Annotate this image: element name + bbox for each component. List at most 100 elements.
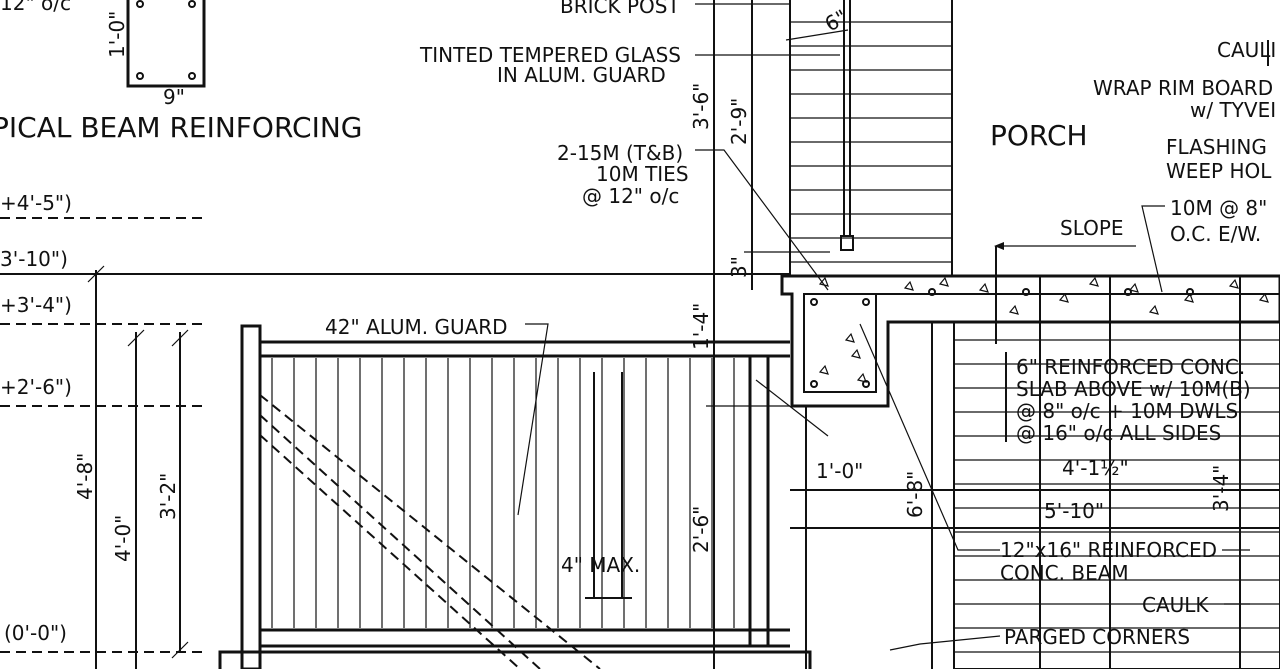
level-markers: +4'-5") 3'-10") +3'-4") +2'-6") (0'-0") bbox=[0, 191, 790, 653]
glass-label-2: IN ALUM. GUARD bbox=[497, 63, 666, 87]
aggregate-mark bbox=[856, 372, 867, 383]
level-label: +3'-4") bbox=[0, 293, 72, 317]
rebar-dot bbox=[136, 0, 144, 8]
guard-label: 42" ALUM. GUARD bbox=[325, 315, 508, 339]
rebar-label-2: 10M TIES bbox=[596, 162, 689, 186]
parged-leader bbox=[889, 635, 1001, 651]
concrete-aggregate bbox=[818, 276, 1269, 383]
dim-4-8-label: 4'-8" bbox=[73, 453, 97, 500]
dim-4-0-label: 4'-0" bbox=[111, 515, 135, 562]
rebar-dot bbox=[188, 0, 196, 8]
rebar-leader bbox=[695, 149, 829, 291]
brick-post-siding bbox=[789, 0, 953, 277]
dim-3-6-label: 3'-6" bbox=[689, 83, 713, 130]
dim-6-8-label: 6'-8" bbox=[903, 471, 927, 518]
drip-edge-line bbox=[755, 379, 829, 437]
wrap-label-2: w/ TYVEI bbox=[1190, 98, 1276, 122]
stair-line-hidden bbox=[259, 394, 601, 669]
slab-rebar-dot bbox=[1186, 288, 1194, 296]
slab-label-1: 6" REINFORCED CONC. bbox=[1016, 355, 1245, 379]
dim-3-2-label: 3'-2" bbox=[156, 473, 180, 520]
beam-tie bbox=[803, 293, 877, 393]
dim-5-10-label: 5'-10" bbox=[1044, 499, 1104, 523]
beam-height-dimension: 1'-0" bbox=[105, 11, 129, 58]
caulk-top-label: CAULI bbox=[1217, 38, 1276, 62]
slab-rebar-dot bbox=[928, 288, 936, 296]
slab-rebar-dot bbox=[1022, 288, 1030, 296]
mesh-leader bbox=[1141, 205, 1165, 293]
aggregate-mark bbox=[938, 276, 949, 287]
foundation-wall bbox=[218, 650, 812, 669]
rebar-dot bbox=[136, 72, 144, 80]
slope-label: SLOPE bbox=[1060, 216, 1124, 240]
dim-3in-label: 3" bbox=[727, 256, 751, 278]
aggregate-mark bbox=[1128, 282, 1139, 293]
aggregate-mark bbox=[1258, 292, 1269, 303]
beam-rebar bbox=[810, 298, 818, 306]
beam-section-outline bbox=[126, 0, 206, 88]
detail-title: PICAL BEAM REINFORCING bbox=[0, 111, 362, 144]
wall-siding-lines bbox=[954, 339, 1280, 653]
dim-1-0-label: 1'-0" bbox=[816, 459, 863, 483]
rebar-label-1: 2-15M (T&B) bbox=[557, 141, 683, 165]
porch-callouts: PORCH CAULI WRAP RIM BOARD w/ TYVEI FLAS… bbox=[790, 38, 1280, 651]
parged-label: PARGED CORNERS bbox=[1004, 625, 1190, 649]
porch-wall-below bbox=[953, 321, 1280, 669]
flashing-label-1: FLASHING bbox=[1166, 135, 1267, 159]
brick-post-outline bbox=[789, 0, 953, 277]
guard-leader bbox=[517, 323, 549, 516]
wrap-label-1: WRAP RIM BOARD bbox=[1093, 76, 1273, 100]
slab-rebar-dot bbox=[1124, 288, 1132, 296]
aggregate-mark bbox=[818, 276, 829, 287]
aggregate-mark bbox=[850, 348, 861, 359]
dim-2-6-label: 2'-6" bbox=[689, 506, 713, 553]
glass-shoe bbox=[840, 235, 854, 251]
concrete-slab-and-beam bbox=[780, 274, 1280, 669]
aggregate-mark bbox=[1008, 304, 1019, 315]
rebar-dot bbox=[188, 72, 196, 80]
dim-6in-line bbox=[785, 29, 849, 41]
aggregate-mark bbox=[818, 364, 829, 375]
dim-tick bbox=[171, 329, 189, 347]
flashing-label-2: WEEP HOL bbox=[1166, 159, 1272, 183]
aggregate-mark bbox=[844, 332, 855, 343]
guard-post bbox=[240, 324, 262, 669]
max-spacing-label: 4" MAX. bbox=[561, 553, 640, 577]
aggregate-mark bbox=[1148, 304, 1159, 315]
caulk-bottom-label: CAULK bbox=[1142, 593, 1209, 617]
level-label: (0'-0") bbox=[4, 621, 67, 645]
beam-rebar bbox=[862, 298, 870, 306]
brick-post-label: BRICK POST bbox=[560, 0, 680, 18]
dim-tick bbox=[171, 641, 189, 659]
slope-arrowhead bbox=[994, 242, 1004, 250]
aluminum-guard: 42" ALUM. GUARD 4" MAX. bbox=[218, 315, 812, 669]
center-callouts: BRICK POST TINTED TEMPERED GLASS IN ALUM… bbox=[419, 0, 851, 669]
rebar-label-3: @ 12" o/c bbox=[582, 184, 679, 208]
beam-section-detail: 12" o/c 1'-0" 9" PICAL BEAM REINFORCING bbox=[0, 0, 362, 144]
beam-label-2: CONC. BEAM bbox=[1000, 561, 1129, 585]
beam-rebar bbox=[810, 380, 818, 388]
aggregate-mark bbox=[903, 280, 914, 291]
dim-2-9-label: 2'-9" bbox=[727, 98, 751, 145]
dim-1-4-label: 1'-4" bbox=[689, 303, 713, 350]
beam-width-dimension: 9" bbox=[163, 85, 185, 109]
mesh-label-2: O.C. E/W. bbox=[1170, 222, 1261, 246]
aggregate-mark bbox=[978, 282, 989, 293]
porch-label: PORCH bbox=[990, 119, 1088, 152]
slab-label-3: @ 8" o/c + 10M DWLS bbox=[1016, 399, 1238, 423]
level-label: +4'-5") bbox=[0, 191, 72, 215]
stair-line-hidden bbox=[259, 434, 521, 669]
spacing-fragment-label: 12" o/c bbox=[0, 0, 71, 15]
beam-label-1: 12"x16" REINFORCED bbox=[1000, 538, 1217, 562]
aggregate-mark bbox=[1183, 292, 1194, 303]
slab-label-4: @ 16" o/c ALL SIDES bbox=[1016, 421, 1221, 445]
aggregate-mark bbox=[1228, 278, 1239, 289]
aggregate-mark bbox=[1058, 292, 1069, 303]
aggregate-mark bbox=[1088, 276, 1099, 287]
left-vertical-dimensions: 4'-8" 4'-0" 3'-2" bbox=[73, 265, 189, 669]
level-label: 3'-10") bbox=[0, 247, 68, 271]
beam-leader bbox=[859, 323, 1000, 551]
level-label: +2'-6") bbox=[0, 375, 72, 399]
dim-tick bbox=[87, 265, 105, 283]
